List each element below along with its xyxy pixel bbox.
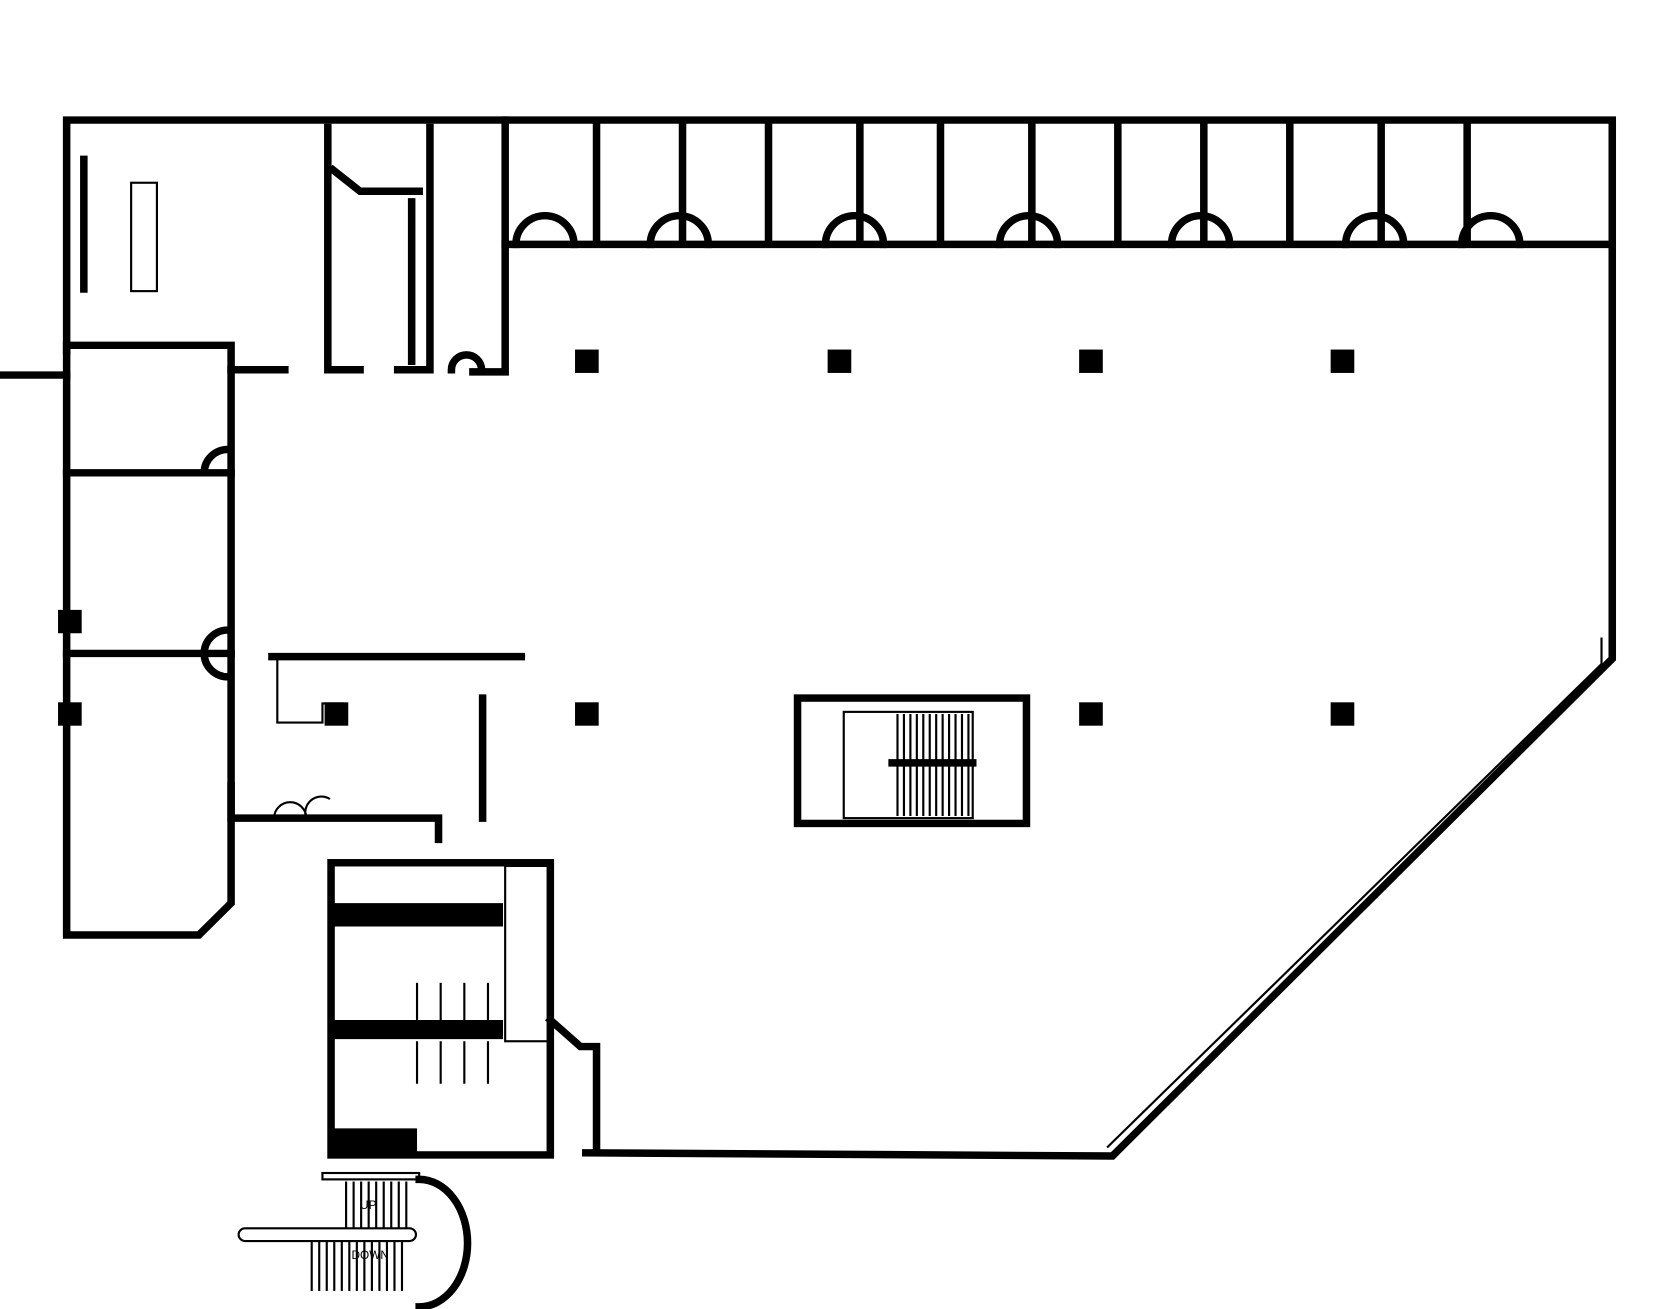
door-swing xyxy=(512,212,578,249)
door-swing xyxy=(1458,212,1524,249)
door-swing xyxy=(1341,212,1408,249)
column xyxy=(1079,349,1103,373)
service-rooms xyxy=(227,123,526,844)
left-rooms xyxy=(62,155,289,939)
column xyxy=(58,609,82,634)
door-swing xyxy=(646,212,713,249)
column xyxy=(827,349,852,373)
door-swing xyxy=(1167,212,1234,249)
central-stair xyxy=(793,694,1031,828)
stair-up-label: UP xyxy=(360,1199,377,1212)
column xyxy=(1079,702,1103,726)
door-swing xyxy=(821,212,888,249)
stair-down-label: DOWN xyxy=(351,1249,388,1262)
core-stairwell xyxy=(327,859,601,1159)
column xyxy=(58,702,82,726)
column xyxy=(575,702,599,726)
structural-columns xyxy=(58,349,1355,726)
column xyxy=(1330,702,1355,726)
exterior-walls xyxy=(0,116,1617,1160)
column xyxy=(324,702,349,726)
office-row xyxy=(469,116,1611,376)
exterior-stair: UP DOWN xyxy=(237,1171,472,1309)
column xyxy=(1330,349,1355,373)
column xyxy=(575,349,599,373)
door-swing xyxy=(995,212,1062,249)
